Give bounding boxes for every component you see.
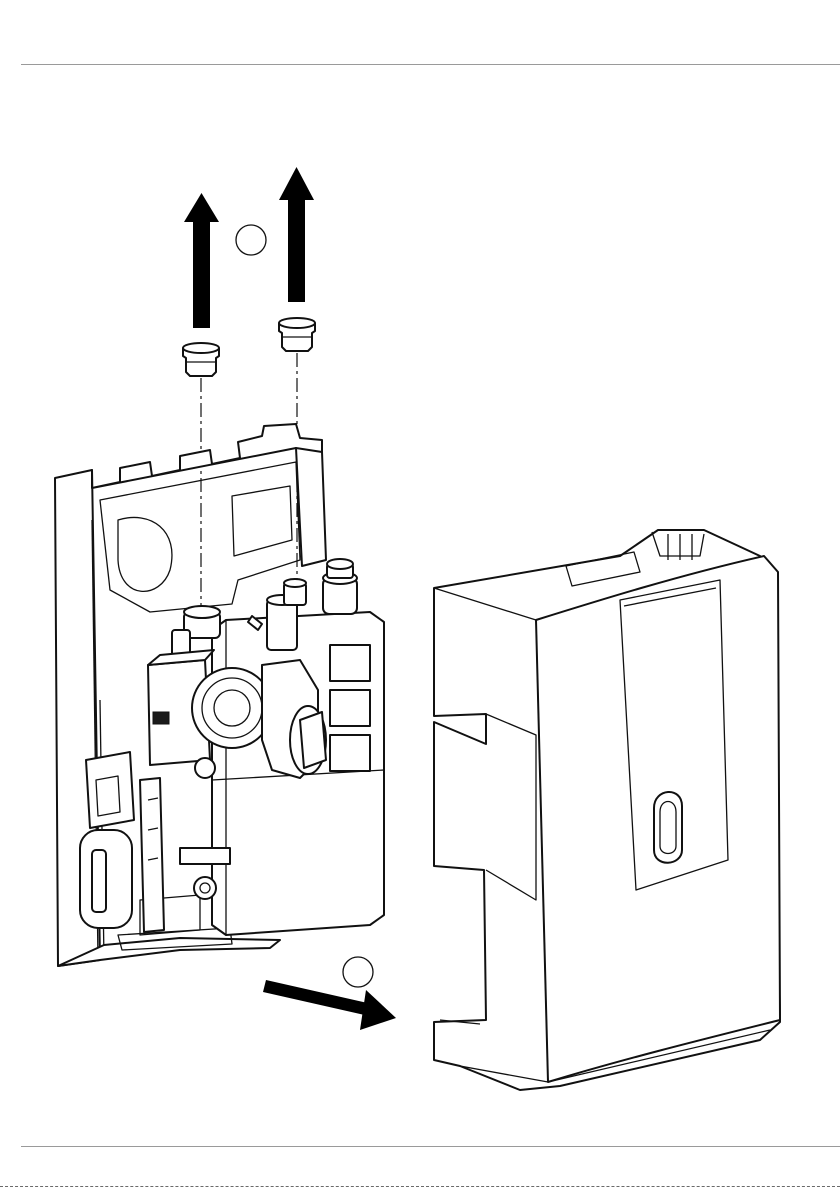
valve-right bbox=[323, 559, 357, 614]
insulation-cover-front bbox=[434, 530, 780, 1090]
up-arrow-left bbox=[184, 193, 219, 328]
arrow-cover-removal bbox=[263, 980, 396, 1030]
pipe-cap-left bbox=[183, 343, 219, 376]
step-marker-1 bbox=[236, 225, 266, 255]
up-arrow-right bbox=[279, 167, 314, 302]
pipe-cap-right bbox=[279, 318, 315, 351]
step-marker-2 bbox=[343, 957, 373, 987]
